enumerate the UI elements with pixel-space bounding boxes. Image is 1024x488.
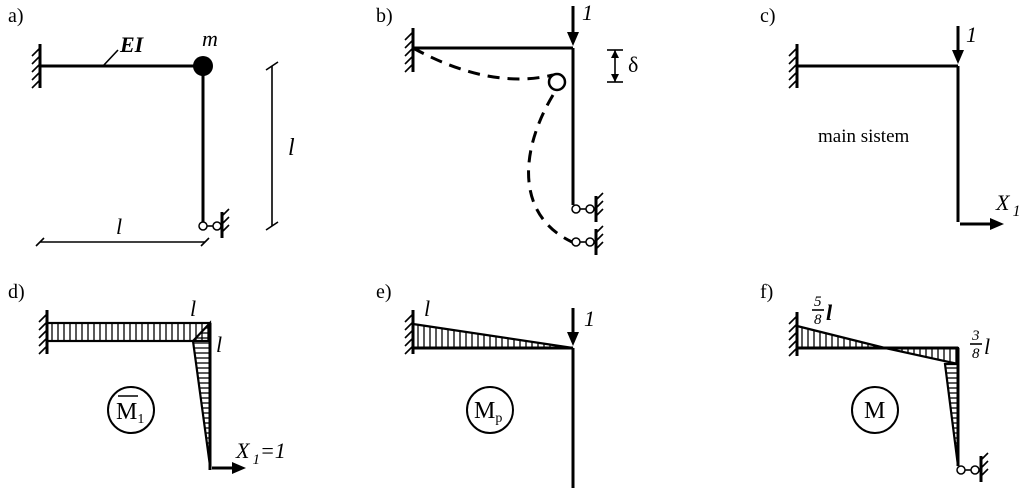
svg-text:5: 5 bbox=[814, 294, 822, 310]
roller-support bbox=[198, 208, 230, 238]
mass-label: m bbox=[202, 26, 218, 51]
moment-diagram-column bbox=[191, 320, 212, 467]
panel-a-tag: a) bbox=[8, 5, 24, 27]
svg-text:8: 8 bbox=[972, 346, 980, 362]
svg-text:l: l bbox=[826, 300, 833, 325]
panel-b-tag: b) bbox=[376, 5, 393, 27]
unknown-force-arrow bbox=[212, 462, 246, 474]
load-arrow-down bbox=[952, 26, 964, 64]
fixed-support-left bbox=[38, 310, 49, 355]
diagram-badge: Mp bbox=[466, 386, 514, 434]
svg-text:l: l bbox=[984, 334, 990, 359]
diagram-badge: M1 bbox=[107, 386, 155, 434]
svg-text:3: 3 bbox=[971, 328, 980, 344]
load-label: 1 bbox=[582, 0, 593, 25]
moment-diagram-beam bbox=[45, 321, 212, 343]
panel-e: e) 1 l Mp bbox=[376, 281, 595, 488]
roller-support-original bbox=[571, 192, 604, 222]
deflection-label: δ bbox=[628, 52, 638, 77]
panel-a: a) m EI l bbox=[8, 5, 295, 247]
fixed-support-left bbox=[31, 44, 42, 89]
dimension-vertical bbox=[265, 61, 279, 231]
corner-top-label: l bbox=[190, 296, 196, 321]
stiffness-label: EI bbox=[119, 32, 145, 57]
corner-right-label: l bbox=[216, 332, 222, 357]
panel-c-tag: c) bbox=[760, 5, 776, 27]
svg-text:M: M bbox=[864, 398, 885, 424]
left-value-label: l bbox=[424, 296, 430, 321]
svg-text:8: 8 bbox=[814, 312, 822, 328]
fixed-support-left bbox=[788, 44, 799, 89]
panel-f-tag: f) bbox=[760, 281, 773, 303]
displaced-mass bbox=[547, 72, 567, 92]
load-arrow-down bbox=[567, 308, 579, 346]
svg-text:Mp: Mp bbox=[474, 398, 502, 426]
moment-diagram-beam bbox=[795, 324, 960, 366]
unknown-force-arrow bbox=[960, 218, 1004, 230]
dimension-horizontal bbox=[35, 237, 210, 247]
fixed-support-left bbox=[404, 310, 415, 355]
main-system-caption: main sistem bbox=[818, 126, 910, 147]
lumped-mass bbox=[193, 56, 213, 76]
panel-b: b) 1 δ bbox=[376, 0, 638, 255]
load-label: 1 bbox=[584, 306, 595, 331]
fixed-support-left bbox=[404, 28, 415, 73]
panel-f: f) 5 8 l 3 8 l bbox=[760, 281, 990, 482]
panel-d-tag: d) bbox=[8, 281, 25, 303]
load-label: 1 bbox=[966, 22, 977, 47]
length-v-label: l bbox=[288, 135, 295, 161]
delta-dimension bbox=[607, 49, 623, 83]
panel-e-tag: e) bbox=[376, 281, 392, 303]
moment-diagram-column bbox=[943, 362, 960, 467]
deflected-column bbox=[527, 94, 573, 244]
ei-leader bbox=[102, 49, 119, 67]
roller-support-displaced bbox=[571, 225, 604, 255]
left-fraction-label: 5 8 l bbox=[812, 294, 833, 328]
length-h-label: l bbox=[116, 214, 122, 239]
right-fraction-label: 3 8 l bbox=[970, 328, 990, 362]
fixed-support-left bbox=[788, 312, 799, 357]
moment-diagram-beam bbox=[411, 322, 574, 350]
diagram-badge: M bbox=[851, 386, 899, 434]
load-arrow-down bbox=[567, 6, 579, 46]
roller-support bbox=[956, 452, 989, 482]
svg-text:M1: M1 bbox=[116, 399, 144, 427]
deflected-beam bbox=[412, 46, 554, 81]
